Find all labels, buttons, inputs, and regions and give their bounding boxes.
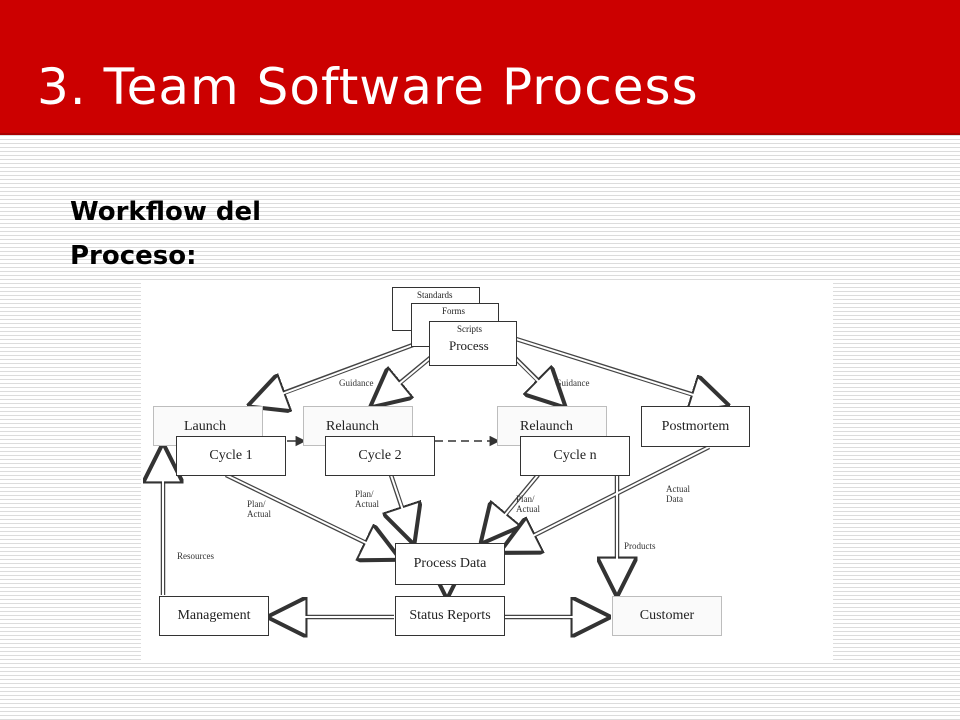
scripts-label: Scripts xyxy=(457,324,483,334)
slide-title: 3. Team Software Process xyxy=(37,58,699,116)
diagram-connectors xyxy=(141,336,833,662)
plan-actual-label-1: Plan/ Actual xyxy=(247,499,271,519)
plan-actual-label-2: Plan/ Actual xyxy=(355,489,379,509)
status-reports-box: Status Reports xyxy=(395,596,505,636)
process-label: Process xyxy=(449,338,489,353)
process-box: Scripts Process xyxy=(429,321,517,366)
resources-label: Resources xyxy=(177,551,214,561)
plan-actual-label-3: Plan/ Actual xyxy=(516,494,540,514)
title-bar: 3. Team Software Process xyxy=(0,0,960,135)
actual-data-label: Actual Data xyxy=(666,484,690,504)
process-data-box: Process Data xyxy=(395,543,505,585)
guidance-label-left: Guidance xyxy=(339,378,374,388)
customer-box: Customer xyxy=(612,596,722,636)
postmortem-box: Postmortem xyxy=(641,406,750,447)
slide-subtitle: Workflow del Proceso: xyxy=(70,197,262,271)
cycle-n-box: Cycle n xyxy=(520,436,630,476)
guidance-label-right: Guidance xyxy=(555,378,590,388)
cycle-2-box: Cycle 2 xyxy=(325,436,435,476)
tsp-workflow-diagram: Standards Forms Scripts Process Launch R… xyxy=(141,281,833,662)
products-label: Products xyxy=(624,541,656,551)
management-box: Management xyxy=(159,596,269,636)
cycle-1-box: Cycle 1 xyxy=(176,436,286,476)
